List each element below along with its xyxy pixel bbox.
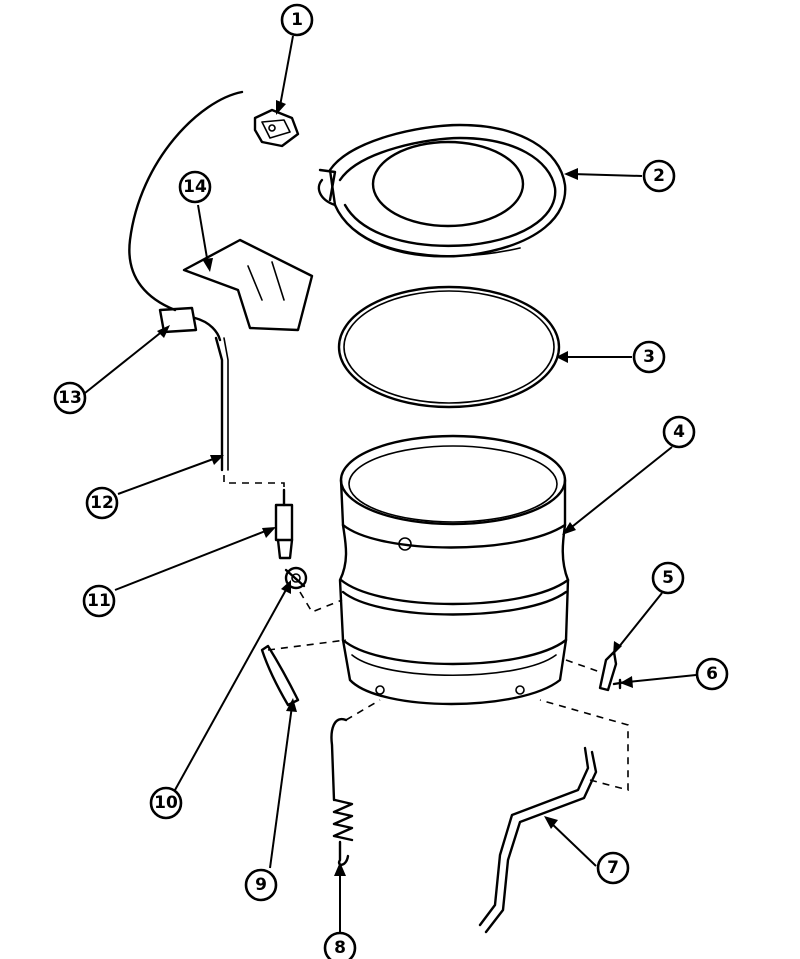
callout-12-label: 12 bbox=[90, 493, 114, 513]
callout-4: 4 bbox=[662, 415, 696, 449]
dashed-guide-7-tub bbox=[539, 699, 629, 792]
part-11-switch-body bbox=[274, 488, 294, 560]
callout-3-label: 3 bbox=[643, 347, 655, 367]
callout-2-label: 2 bbox=[653, 166, 665, 186]
part-5-clip bbox=[598, 650, 618, 692]
callout-11: 11 bbox=[82, 584, 116, 618]
callout-14-label: 14 bbox=[183, 177, 207, 197]
part-12-hose bbox=[214, 336, 229, 472]
callout-1: 1 bbox=[280, 3, 314, 37]
part-10-fitting bbox=[284, 566, 308, 590]
callout-4-label: 4 bbox=[673, 422, 685, 442]
callout-10: 10 bbox=[149, 786, 183, 820]
callout-9-label: 9 bbox=[255, 875, 267, 895]
callout-1-label: 1 bbox=[291, 10, 303, 30]
dashed-guide-9-tub bbox=[267, 639, 347, 651]
dashed-guide-8-tub bbox=[345, 699, 381, 721]
dashed-guide-5-tub bbox=[565, 659, 601, 673]
callout-5: 5 bbox=[651, 561, 685, 595]
dashed-guide-12-11 bbox=[223, 475, 285, 490]
part-14-bracket bbox=[182, 238, 314, 332]
part-1-switch bbox=[253, 108, 300, 148]
callout-7: 7 bbox=[596, 851, 630, 885]
part-7-bracket bbox=[478, 746, 598, 934]
callout-3: 3 bbox=[632, 340, 666, 374]
callout-13: 13 bbox=[53, 381, 87, 415]
part-4-tub bbox=[338, 434, 570, 706]
part-2-tub-ring bbox=[317, 123, 567, 258]
callout-8: 8 bbox=[323, 931, 357, 959]
dashed-guide-10-tub bbox=[299, 591, 343, 613]
callout-9: 9 bbox=[244, 868, 278, 902]
leader-lines bbox=[84, 35, 697, 935]
callout-10-label: 10 bbox=[154, 793, 178, 813]
part-13-clamp bbox=[128, 90, 244, 342]
callout-7-label: 7 bbox=[607, 858, 619, 878]
callout-8-label: 8 bbox=[334, 938, 346, 958]
callout-6-label: 6 bbox=[706, 664, 718, 684]
callout-5-label: 5 bbox=[662, 568, 674, 588]
callout-13-label: 13 bbox=[58, 388, 82, 408]
callout-6: 6 bbox=[695, 657, 729, 691]
callout-2: 2 bbox=[642, 159, 676, 193]
part-3-gasket bbox=[337, 285, 561, 409]
part-8-spring bbox=[330, 717, 354, 866]
part-9-pad bbox=[260, 644, 300, 707]
callout-12: 12 bbox=[85, 486, 119, 520]
callout-11-label: 11 bbox=[87, 591, 111, 611]
callout-14: 14 bbox=[178, 170, 212, 204]
